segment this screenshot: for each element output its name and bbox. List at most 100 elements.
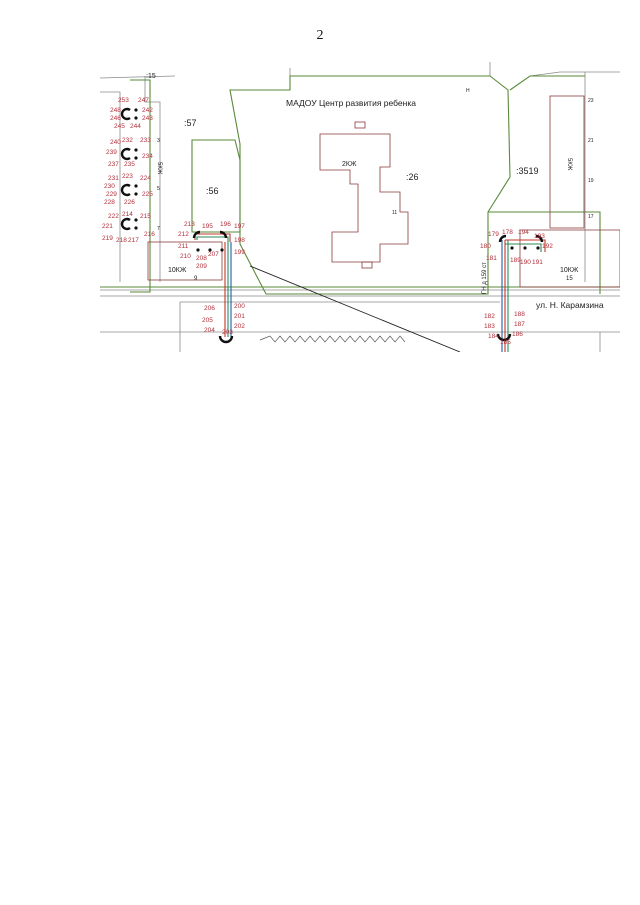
building-number: 9 xyxy=(194,276,198,282)
point-label: 233 xyxy=(140,137,151,144)
point-label: 231 xyxy=(108,175,119,182)
point-label: 199 xyxy=(234,249,245,256)
point-label: 240 xyxy=(110,139,121,146)
point-label: 232 xyxy=(122,137,133,144)
small-label: 19 xyxy=(588,178,594,184)
point-label: 237 xyxy=(108,161,119,168)
small-label: 11 xyxy=(392,210,397,216)
point-label: 215 xyxy=(140,213,151,220)
point-label: 207 xyxy=(208,251,219,258)
node-dots xyxy=(134,108,540,252)
point-label: 239 xyxy=(106,149,117,156)
point-label: 222 xyxy=(108,213,119,220)
point-label: 212 xyxy=(178,231,189,238)
point-label: 182 xyxy=(484,313,495,320)
point-label: 216 xyxy=(144,231,155,238)
point-label: 224 xyxy=(140,175,151,182)
point-label: 200 xyxy=(234,303,245,310)
building-label: 2КЖ xyxy=(342,161,357,168)
point-label: 178 xyxy=(502,229,513,236)
point-label: 208 xyxy=(196,255,207,262)
right-buildings xyxy=(147,95,620,288)
parcel-lines xyxy=(100,62,620,352)
point-label: 179 xyxy=(488,231,499,238)
point-label: 242 xyxy=(142,107,153,114)
point-label: 213 xyxy=(184,221,195,228)
point-label: 243 xyxy=(142,115,153,122)
point-label: 194 xyxy=(518,229,529,236)
point-label: 204 xyxy=(204,327,215,334)
point-label: 246 xyxy=(110,115,121,122)
point-label: 217 xyxy=(128,237,139,244)
point-labels: 253 247 248 242 246 243 245 244 240 232 … xyxy=(102,97,553,346)
connection-points xyxy=(120,107,544,344)
point-label: 192 xyxy=(542,243,553,250)
point-label: 228 xyxy=(104,199,115,206)
point-label: 244 xyxy=(130,123,141,130)
point-label: 234 xyxy=(142,153,153,160)
point-label: 219 xyxy=(102,235,113,242)
road-markings xyxy=(249,265,461,352)
point-label: 181 xyxy=(486,255,497,262)
point-label: 247 xyxy=(138,97,149,104)
small-label: 3 xyxy=(157,138,160,144)
parcel-label: :57 xyxy=(184,118,197,128)
institution-label: МАДОУ Центр развития ребенка xyxy=(286,98,416,108)
building-label: 5КЖ xyxy=(566,158,572,171)
point-label: 205 xyxy=(202,317,213,324)
building-number: 15 xyxy=(566,276,573,282)
parcel-label: :3519 xyxy=(516,166,539,176)
point-label: 187 xyxy=(514,321,525,328)
point-label: 226 xyxy=(124,199,135,206)
point-label: 253 xyxy=(118,97,129,104)
point-label: 180 xyxy=(480,243,491,250)
point-label: 218 xyxy=(116,237,127,244)
point-label: 229 xyxy=(106,191,117,198)
point-label: 191 xyxy=(532,259,543,266)
small-label: 5 xyxy=(157,186,160,192)
point-label: 210 xyxy=(180,253,191,260)
point-label: 211 xyxy=(178,243,189,250)
point-label: 245 xyxy=(114,123,125,130)
small-label: ГН д 159 ст xyxy=(482,262,488,294)
parcel-label: :15 xyxy=(146,73,156,80)
point-label: 235 xyxy=(124,161,135,168)
small-label: 23 xyxy=(588,98,594,104)
building-label: 10КЖ xyxy=(168,267,187,274)
point-label: 184 xyxy=(488,333,499,340)
street-label: ул. Н. Карамзина xyxy=(536,300,604,310)
building-label: 5КЖ xyxy=(156,162,162,175)
point-label: 206 xyxy=(204,305,215,312)
point-label: 183 xyxy=(484,323,495,330)
point-label: 202 xyxy=(234,323,245,330)
point-label: 190 xyxy=(520,259,531,266)
point-label: 193 xyxy=(534,233,545,240)
point-label: 223 xyxy=(122,173,133,180)
point-label: 195 xyxy=(202,223,213,230)
kindergarten-building xyxy=(319,121,409,269)
site-plan-svg: МАДОУ Центр развития ребенка ул. Н. Кара… xyxy=(100,62,620,352)
point-label: 230 xyxy=(104,183,115,190)
page-number: 2 xyxy=(316,28,324,43)
point-label: 186 xyxy=(512,331,523,338)
point-label: 203 xyxy=(222,329,233,336)
point-label: 248 xyxy=(110,107,121,114)
parcel-label: :56 xyxy=(206,186,219,196)
point-label: 189 xyxy=(510,257,521,264)
point-label: 209 xyxy=(196,263,207,270)
parcel-label: :26 xyxy=(406,172,419,182)
site-plan-map: МАДОУ Центр развития ребенка ул. Н. Кара… xyxy=(100,62,620,352)
small-label: 21 xyxy=(588,138,594,144)
small-label: Н xyxy=(466,88,470,94)
point-label: 198 xyxy=(234,237,245,244)
point-label: 221 xyxy=(102,223,113,230)
point-label: 196 xyxy=(220,221,231,228)
point-label: 201 xyxy=(234,313,245,320)
small-label: 17 xyxy=(588,214,594,220)
building-label: 10КЖ xyxy=(560,267,579,274)
small-label: 7 xyxy=(157,226,160,232)
point-label: 214 xyxy=(122,211,133,218)
point-label: 197 xyxy=(234,223,245,230)
point-label: 188 xyxy=(514,311,525,318)
point-label: 225 xyxy=(142,191,153,198)
